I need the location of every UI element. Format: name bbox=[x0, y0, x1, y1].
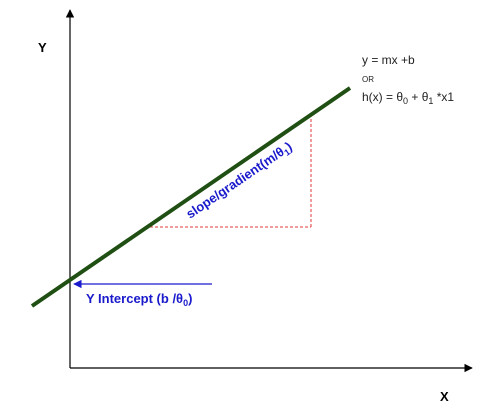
equation-or: OR bbox=[362, 75, 374, 84]
equation-line-1: y = mx +b bbox=[362, 53, 415, 67]
slope-label: slope/gradient(m/θ1) bbox=[183, 139, 296, 223]
y-axis-label: Y bbox=[38, 40, 47, 55]
x-axis-label: X bbox=[440, 389, 449, 404]
intercept-label: Y Intercept (b /θ0) bbox=[86, 291, 192, 308]
regression-line bbox=[30, 86, 352, 308]
equation-line-2: h(x) = θ0 + θ1 *x1 bbox=[362, 90, 454, 106]
